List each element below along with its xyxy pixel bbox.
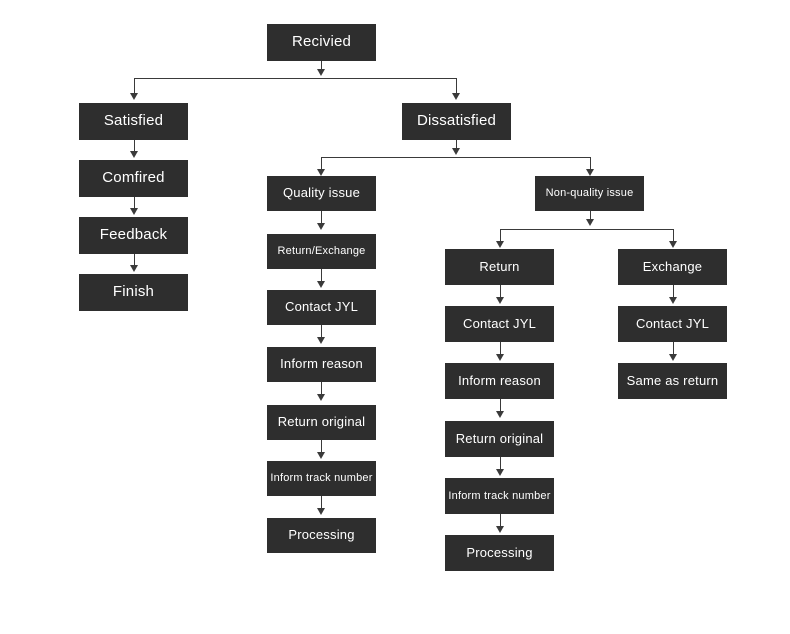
arrowhead-satisfied [130,93,138,100]
node-nq-exchange-same-as-return[interactable]: Same as return [618,363,727,399]
connector-nq-return-track-to-processing [500,514,501,528]
connector-root-to-satisfied [134,78,135,95]
node-recivied[interactable]: Recivied [267,24,376,61]
node-return-exchange[interactable]: Return/Exchange [267,234,376,269]
arrowhead-nq-return-contact-jyl [496,297,504,304]
node-nq-return-original[interactable]: Return original [445,421,554,457]
arrowhead-nq-return-inform-reason [496,354,504,361]
connector-nq-return-inform-to-original [500,399,501,413]
node-nq-exchange-contact-jyl[interactable]: Contact JYL [618,306,727,342]
arrowhead-quality-issue [317,169,325,176]
arrowhead-return-exchange [317,223,325,230]
connector-nonquality-to-return [500,229,501,243]
arrowhead-nq-exchange [669,241,677,248]
connector-dissatisfied-to-quality [321,157,322,171]
connector-nq-return-contact-to-inform [500,342,501,356]
connector-nonquality-stub [590,211,591,222]
node-quality-processing[interactable]: Processing [267,518,376,553]
node-feedback[interactable]: Feedback [79,217,188,254]
node-quality-return-original[interactable]: Return original [267,405,376,440]
node-comfired[interactable]: Comfired [79,160,188,197]
arrowhead-quality-return-original [317,394,325,401]
connector-nonquality-to-exchange [673,229,674,243]
connector-comfired-feedback [134,197,135,210]
arrowhead-quality-contact-jyl [317,281,325,288]
arrowhead-nq-return-original [496,411,504,418]
connector-dissatisfied-stub [456,140,457,151]
arrowhead-root-stub [317,69,325,76]
node-dissatisfied[interactable]: Dissatisfied [402,103,511,140]
node-quality-inform-reason[interactable]: Inform reason [267,347,376,382]
connector-nq-return-to-contact [500,285,501,299]
arrowhead-finish [130,265,138,272]
connector-quality-to-return-exchange [321,211,322,225]
connector-quality-inform-to-return-original [321,382,322,396]
node-nq-return[interactable]: Return [445,249,554,285]
connector-quality-contact-to-inform [321,325,322,339]
arrowhead-nq-return-inform-track [496,469,504,476]
connector-nq-exchange-to-contact [673,285,674,299]
connector-satisfied-comfired [134,140,135,153]
arrowhead-comfired [130,151,138,158]
arrowhead-nq-return [496,241,504,248]
arrowhead-dissatisfied-stub [452,148,460,155]
arrowhead-dissatisfied [452,93,460,100]
connector-quality-return-original-to-track [321,440,322,454]
node-nq-return-contact-jyl[interactable]: Contact JYL [445,306,554,342]
connector-return-exchange-to-contact [321,269,322,283]
connector-feedback-finish [134,254,135,267]
arrowhead-quality-processing [317,508,325,515]
connector-nq-return-original-to-track [500,457,501,471]
node-quality-inform-track-number[interactable]: Inform track number [267,461,376,496]
arrowhead-nq-exchange-contact-jyl [669,297,677,304]
arrowhead-non-quality-issue [586,169,594,176]
connector-root-to-dissatisfied [456,78,457,95]
node-quality-contact-jyl[interactable]: Contact JYL [267,290,376,325]
connector-dissatisfied-to-nonquality [590,157,591,171]
node-nq-exchange[interactable]: Exchange [618,249,727,285]
node-finish[interactable]: Finish [79,274,188,311]
node-nq-return-inform-reason[interactable]: Inform reason [445,363,554,399]
connector-nonquality-split-bar [500,229,673,230]
arrowhead-feedback [130,208,138,215]
node-nq-return-inform-track-number[interactable]: Inform track number [445,478,554,514]
arrowhead-quality-inform-track [317,452,325,459]
connector-root-split-bar [134,78,456,79]
connector-nq-exchange-contact-to-same [673,342,674,356]
node-quality-issue[interactable]: Quality issue [267,176,376,211]
node-nq-return-processing[interactable]: Processing [445,535,554,571]
node-satisfied[interactable]: Satisfied [79,103,188,140]
arrowhead-nq-return-processing [496,526,504,533]
connector-quality-track-to-processing [321,496,322,510]
arrowhead-quality-inform-reason [317,337,325,344]
arrowhead-nq-exchange-same-as-return [669,354,677,361]
connector-dissatisfied-split-bar [321,157,590,158]
connector-root-stub [321,61,322,73]
node-non-quality-issue[interactable]: Non-quality issue [535,176,644,211]
arrowhead-nonquality-stub [586,219,594,226]
